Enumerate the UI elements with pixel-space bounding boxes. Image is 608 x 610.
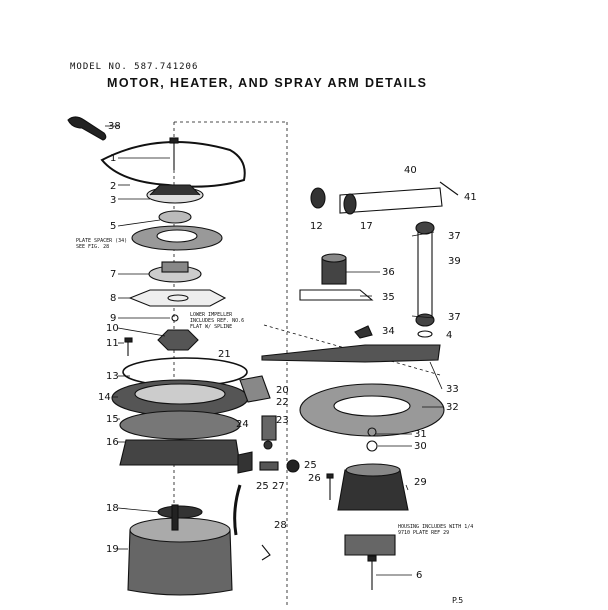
housing-assembly: [344, 534, 396, 556]
part-2-heater-element: [100, 141, 246, 188]
callout-38: 38: [108, 121, 121, 132]
callout-40: 40: [404, 165, 417, 176]
callout-36: 36: [382, 267, 395, 278]
callout-33: 33: [446, 384, 459, 395]
plate-spacer-note: PLATE SPACER (34) SEE FIG. 28: [76, 238, 128, 250]
callout-12: 12: [310, 221, 323, 232]
callout-11: 11: [106, 338, 119, 349]
part-14-pump-housing: [111, 379, 249, 417]
callout-3: 3: [110, 195, 116, 206]
callout-16: 16: [106, 437, 119, 448]
part-30-nut: [366, 440, 378, 452]
part-7-housing-cap: [148, 261, 202, 283]
part-29-pump-cover: [337, 463, 409, 511]
callout-21: 21: [218, 349, 231, 360]
callout-4: 4: [446, 330, 452, 341]
part-18-coupling: [157, 505, 203, 519]
callout-13: 13: [106, 371, 119, 382]
part-17-upper-spray-tube: [339, 181, 459, 215]
part-10-lower-impeller: [157, 329, 199, 351]
callout-23: 23: [276, 415, 289, 426]
callout-19: 19: [106, 544, 119, 555]
callout-8: 8: [110, 293, 116, 304]
part-28-clip: [261, 544, 271, 561]
model-number: MODEL NO. 587.741206: [70, 62, 199, 72]
housing-note: HOUSING INCLUDES WITH 1/4 9710 PLATE REF…: [398, 524, 474, 536]
callout-29: 29: [414, 477, 427, 488]
callout-7: 7: [110, 269, 116, 280]
pump-plate: [131, 225, 223, 251]
callout-9: 9: [110, 313, 116, 324]
callout-20: 20: [276, 385, 289, 396]
callout-1: 1: [110, 153, 116, 164]
lower-impeller-note: LOWER IMPELLER INCLUDES REF. NO.6 FLAT W…: [190, 312, 245, 330]
callout-25-right: 25: [304, 460, 317, 471]
part-15-pump-body: [119, 410, 241, 440]
part-28-wire-harness: [233, 484, 242, 536]
callout-26: 26: [308, 473, 321, 484]
part-11-screw: [124, 337, 133, 356]
page-number: P.5: [452, 596, 464, 605]
callout-31: 31: [414, 429, 427, 440]
callout-14: 14: [98, 392, 111, 403]
part-35-seal: [299, 289, 374, 301]
part-19-motor: [127, 504, 233, 596]
part-16-motor-mount: [119, 439, 241, 466]
part-26-screw: [326, 473, 334, 500]
callout-39: 39: [448, 256, 461, 267]
part-31-washer: [367, 427, 377, 437]
part-36-nut: [321, 253, 347, 285]
part-33-lower-spray-arm: [261, 344, 441, 363]
callout-35: 35: [382, 292, 395, 303]
callout-6: 6: [416, 570, 422, 581]
callout-27: 27: [272, 481, 285, 492]
callout-28: 28: [274, 520, 287, 531]
callout-30: 30: [414, 441, 427, 452]
callout-32: 32: [446, 402, 459, 413]
part-9-washer: [171, 314, 179, 322]
callout-2: 2: [110, 181, 116, 192]
part-4-washer: [417, 330, 433, 338]
part-34-clip: [354, 325, 373, 339]
part-5-gear: [158, 210, 192, 224]
callout-24: 24: [236, 419, 249, 430]
callout-41: 41: [464, 192, 477, 203]
callout-37-top: 37: [448, 231, 461, 242]
part-37-cap-bottom: [415, 313, 435, 327]
callout-18: 18: [106, 503, 119, 514]
callout-34: 34: [382, 326, 395, 337]
part-6-screw: [367, 555, 377, 590]
part-1-screw: [169, 137, 179, 170]
parts-20-27-small-components: [237, 375, 300, 474]
leader-lines: [105, 125, 444, 576]
callout-17: 17: [360, 221, 373, 232]
part-8-gasket: [128, 289, 227, 307]
part-3-impeller: [146, 184, 204, 204]
callout-22: 22: [276, 397, 289, 408]
callout-37-bottom: 37: [448, 312, 461, 323]
callout-15: 15: [106, 414, 119, 425]
part-38-wrench: [67, 116, 107, 141]
callout-10: 10: [106, 323, 119, 334]
page-title: MOTOR, HEATER, AND SPRAY ARM DETAILS: [107, 76, 428, 90]
part-39-tube: [417, 231, 433, 323]
callout-5: 5: [110, 221, 116, 232]
part-12-bearing: [310, 187, 326, 209]
callout-25-left: 25: [256, 481, 269, 492]
